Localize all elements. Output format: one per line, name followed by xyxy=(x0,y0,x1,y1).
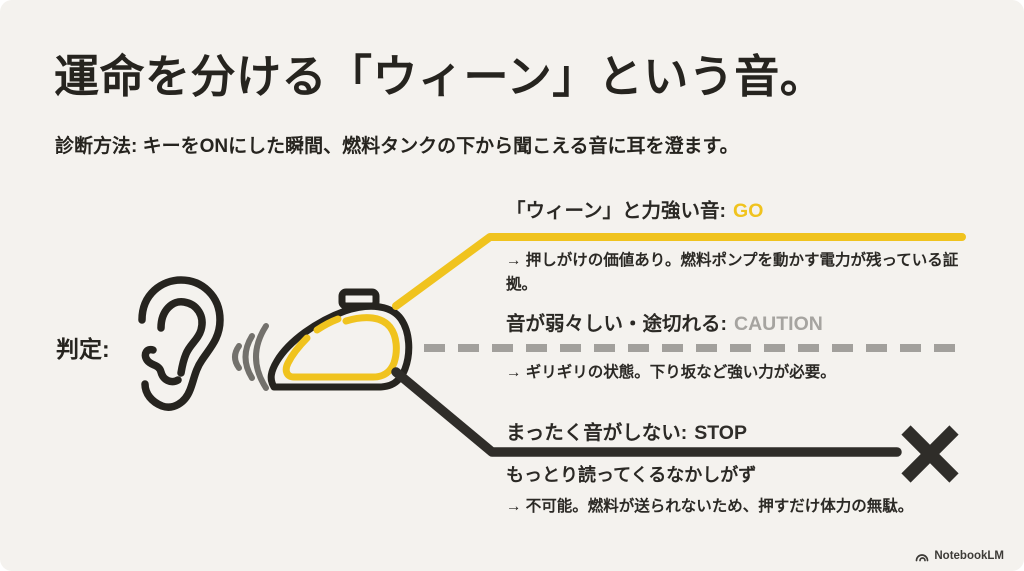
branch-go-label-text: 「ウィーン」と力強い音: xyxy=(506,200,727,222)
brand-name: NotebookLM xyxy=(934,550,1004,562)
branch-stop-label-text: まったく音がしない: xyxy=(506,422,688,444)
brand-footer: NotebookLM xyxy=(915,550,1004,562)
fuel-tank-icon xyxy=(267,288,413,391)
notebooklm-logo-icon xyxy=(916,553,929,561)
branch-caution-description: → ギリギリの状態。下り坂など強い力が必要。 xyxy=(506,364,836,381)
branch-go-label: 「ウィーン」と力強い音: GO xyxy=(506,194,763,223)
branch-stop-description: → 不可能。燃料が送られないため、押すだけ体力の無駄。 xyxy=(506,498,914,515)
page-title: 運命を分ける「ウィーン」という音。 xyxy=(54,51,826,102)
branch-caution-verdict: CAUTION xyxy=(734,313,823,335)
subtitle: 診断方法: キーをONにした瞬間、燃料タンクの下から聞こえる音に耳を澄ます。 xyxy=(55,136,739,157)
sound-waves-icon xyxy=(232,323,269,391)
x-mark-icon xyxy=(901,425,959,483)
branch-caution-label: 音が弱々しい・途切れる: CAUTION xyxy=(506,307,823,336)
branch-caution-label-text: 音が弱々しい・途切れる: xyxy=(506,313,727,335)
branch-go-verdict: GO xyxy=(733,200,764,222)
branch-stop-label: まったく音がしない: STOP xyxy=(506,416,747,445)
branch-stop-verdict: STOP xyxy=(694,422,747,444)
ear-icon xyxy=(138,276,224,411)
branch-go-description: → 押しがけの価値あり。燃料ポンプを動かす電力が残っている証拠。 xyxy=(506,252,959,294)
branch-stop-note: もっとり読ってくるなかしがず xyxy=(506,465,757,485)
judgment-label: 判定: xyxy=(56,336,110,362)
